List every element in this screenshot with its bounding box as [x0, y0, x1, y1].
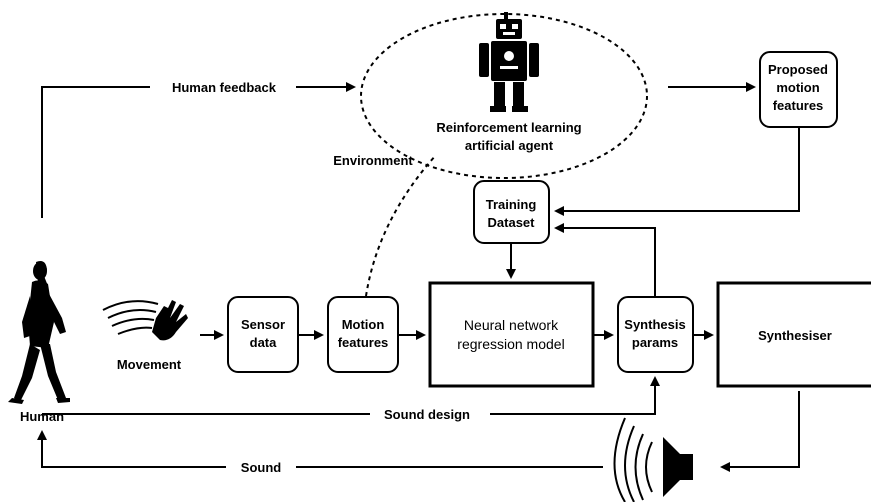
- sound-design-label: Sound design: [384, 407, 470, 422]
- training-line1: Training: [486, 197, 537, 212]
- sound-to-human-arrow: [37, 430, 226, 468]
- sound-design-arrow: [490, 376, 660, 415]
- sensor-line1: Sensor: [241, 317, 285, 332]
- nn-line2: regression model: [457, 336, 564, 352]
- human-walking-icon: [8, 261, 70, 404]
- waving-hand-icon: [102, 300, 188, 341]
- nn-line1: Neural network: [464, 317, 559, 333]
- movement-label: Movement: [117, 357, 182, 372]
- synthesiser-box: [716, 281, 871, 388]
- proposed-line1: Proposed: [768, 62, 828, 77]
- human-feedback-label: Human feedback: [172, 80, 277, 95]
- motion-line1: Motion: [342, 317, 385, 332]
- environment-dashed-link: [365, 154, 437, 297]
- agent-label-line1: Reinforcement learning: [436, 120, 581, 135]
- proposed-line3: features: [773, 98, 824, 113]
- params-to-training-arrow: [554, 223, 656, 296]
- robot-icon: [479, 12, 539, 112]
- motion-line2: features: [338, 335, 389, 350]
- human-feedback-arrow: [41, 82, 356, 218]
- params-line1: Synthesis: [624, 317, 685, 332]
- params-line2: params: [632, 335, 678, 350]
- synthesiser-label: Synthesiser: [758, 328, 832, 343]
- training-line2: Dataset: [488, 215, 536, 230]
- human-label: Human: [20, 409, 64, 424]
- agent-label-line2: artificial agent: [465, 138, 554, 153]
- environment-label: Environment: [333, 153, 413, 168]
- sensor-line2: data: [250, 335, 278, 350]
- sound-label: Sound: [241, 460, 281, 475]
- proposed-to-training-arrow: [554, 127, 800, 216]
- training-dataset-box: [473, 180, 550, 244]
- synth-to-speaker-arrow: [720, 391, 800, 472]
- neural-network-box: [428, 281, 595, 388]
- proposed-line2: motion: [776, 80, 819, 95]
- speaker-icon: [613, 417, 693, 502]
